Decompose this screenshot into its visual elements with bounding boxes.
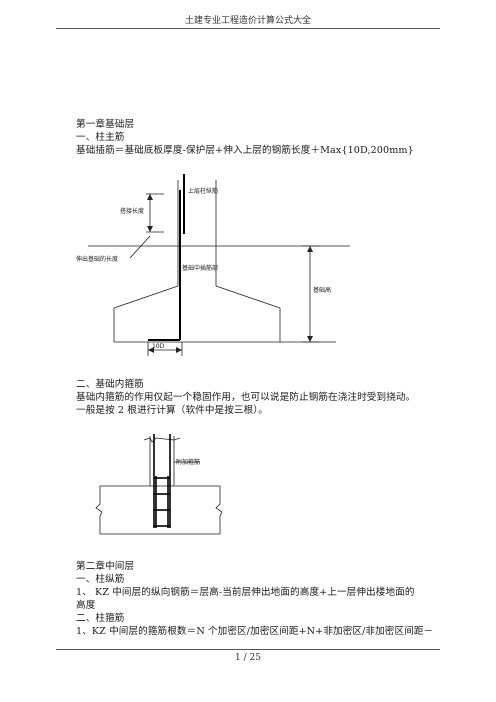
chapter-2-heading: 第二章中间层: [76, 561, 135, 572]
paragraph-stirrups-line-1: 基础内箍筋的作用仅起一个稳固作用，也可以说是防止钢筋在浇注时受到挠动。: [76, 392, 416, 403]
formula-kz-longitudinal-line-2: 高度: [76, 600, 96, 611]
page-number: 1 / 25: [235, 653, 261, 663]
formula-kz-longitudinal-line-1: 1、 KZ 中间层的纵向钢筋＝层高-当前层伸出地面的高度+上一层伸出楼地面的: [76, 587, 415, 598]
label-lap-length: 搭接长度: [120, 207, 144, 215]
formula-kz-stirrups: 1、KZ 中间层的箍筋根数＝N 个加密区/加密区间距+N+非加密区/非加密区间距…: [76, 626, 434, 637]
header-rule: [56, 28, 440, 29]
label-upper-column-bars: 上层柱纵筋: [188, 187, 218, 195]
label-extension-length: 伸出基础的长度: [76, 255, 118, 263]
label-10d: 10D: [152, 343, 165, 350]
section-column-main-bars: 一、柱主筋: [76, 132, 125, 143]
foundation-column-bar-diagram: 上层柱纵筋 搭接长度 伸出基础的长度 基础中插筋部 基础高 10D: [76, 174, 350, 356]
chapter-1-heading: 第一章基础层: [76, 119, 135, 130]
section-column-stirrups: 二、柱箍筋: [76, 613, 125, 624]
page-header: 土建专业工程造价计算公式大全: [184, 16, 311, 26]
formula-foundation-dowel: 基础插筋＝基础底板厚度-保护层+伸入上层的钢筋长度＋Max{10D,200mm}: [76, 145, 414, 156]
label-footing-height: 基础高: [313, 286, 331, 294]
section-foundation-stirrups: 二、基础内箍筋: [76, 379, 144, 390]
foundation-stirrup-diagram: 附加箍筋: [95, 434, 223, 535]
label-dowel-in-footing: 基础中插筋部: [182, 264, 218, 272]
label-additional-stirrups: 附加箍筋: [176, 458, 200, 466]
section-column-longitudinal-bars: 一、柱纵筋: [76, 574, 125, 585]
paragraph-stirrups-line-2: 一般是按 2 根进行计算（软件中是按三根）。: [76, 405, 268, 416]
footer-rule: [56, 649, 440, 650]
